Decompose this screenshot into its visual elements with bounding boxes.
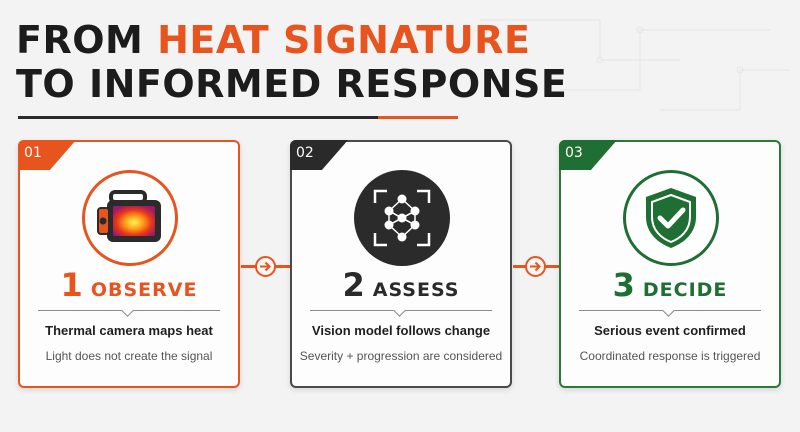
title-underline	[18, 116, 378, 119]
divider-notch	[662, 304, 675, 317]
title-underline-accent	[378, 116, 458, 119]
step-badge-number: 01	[24, 145, 42, 161]
step-badge-number: 03	[565, 145, 583, 161]
divider-notch	[393, 304, 406, 317]
divider-notch	[121, 304, 134, 317]
thermal-camera-icon	[82, 170, 178, 266]
step-word: OBSERVE	[90, 279, 198, 301]
step-word: DECIDE	[642, 279, 728, 301]
neural-network-icon	[354, 170, 450, 266]
title-line-2: TO INFORMED RESPONSE	[16, 62, 568, 106]
step-badge: 02	[290, 140, 348, 170]
step-card-observe: 01 1 OBSERVE Thermal camera maps heat Lig…	[18, 140, 240, 388]
step-badge: 01	[18, 140, 76, 170]
card-main-text: Serious event confirmed	[594, 323, 746, 338]
card-sub-text: Light does not create the signal	[45, 349, 213, 363]
step-word: ASSESS	[372, 279, 460, 301]
card-main-text: Vision model follows change	[311, 323, 491, 338]
title-line-1: FROM HEAT SIGNATURE	[16, 18, 567, 62]
title-accent: HEAT SIGNATURE	[157, 18, 531, 62]
step-number: 1	[60, 266, 83, 304]
page-title: FROM HEAT SIGNATURE TO INFORMED RESPONSE	[16, 18, 567, 106]
step-heading: 3 DECIDE	[561, 266, 779, 304]
step-badge: 03	[559, 140, 617, 170]
step-badge-number: 02	[296, 145, 314, 161]
step-number: 3	[612, 266, 635, 304]
card-sub-text: Severity + progression are considered	[299, 349, 503, 363]
title-prefix: FROM	[16, 18, 158, 62]
arrow-right-icon	[525, 256, 546, 277]
shield-check-icon	[623, 170, 719, 266]
step-heading: 1 OBSERVE	[20, 266, 238, 304]
step-number: 2	[342, 266, 365, 304]
step-heading: 2 ASSESS	[292, 266, 510, 304]
card-main-text: Thermal camera maps heat	[45, 323, 213, 338]
card-sub-text: Coordinated response is triggered	[579, 349, 761, 363]
step-card-decide: 03 3 DECIDE Serious event confirmed Coord…	[559, 140, 781, 388]
arrow-right-icon	[255, 256, 276, 277]
background-circuit-lines	[480, 19, 790, 111]
